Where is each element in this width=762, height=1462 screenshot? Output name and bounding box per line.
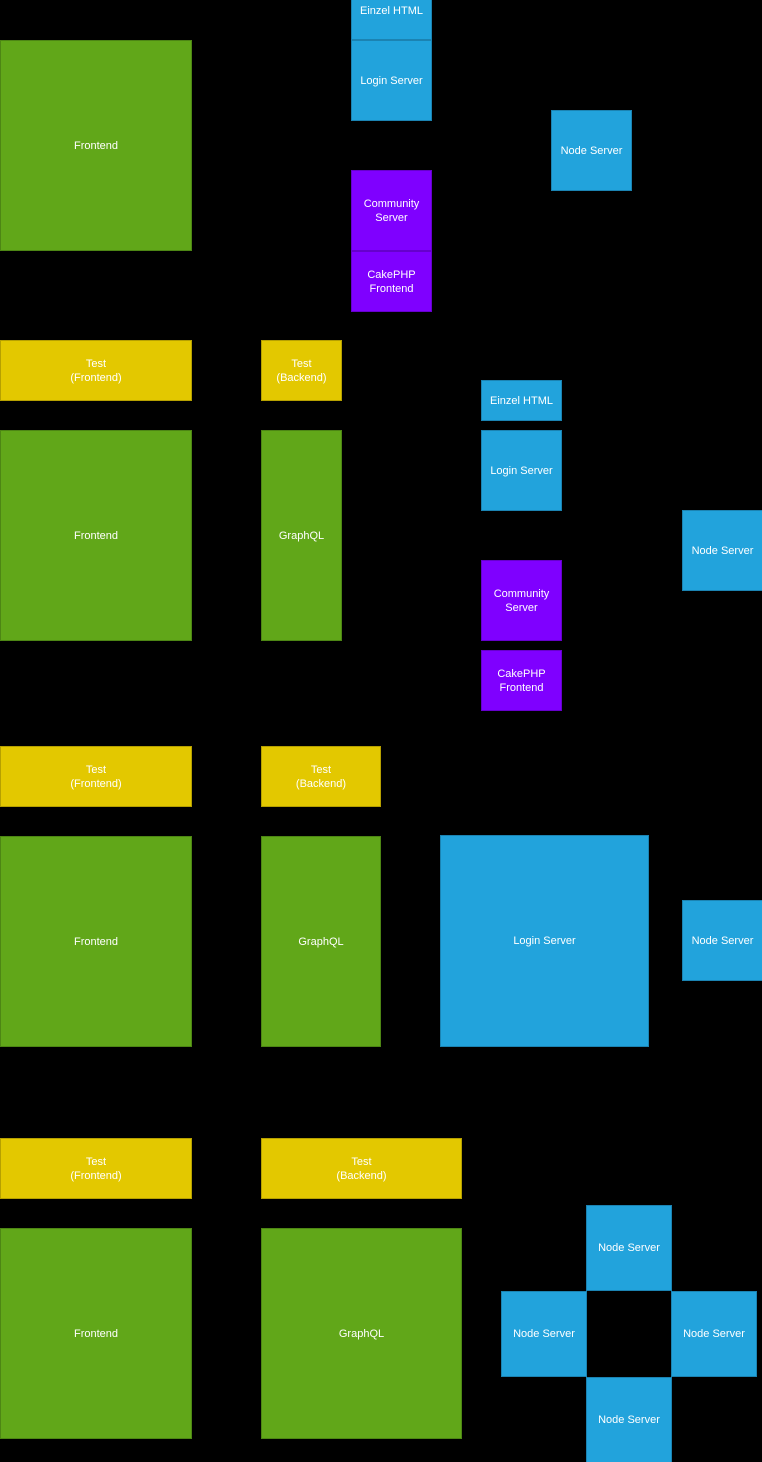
block-graphql[interactable]: GraphQL <box>261 1228 462 1439</box>
block-label: Node Server <box>513 1328 575 1340</box>
block-label: Frontend <box>73 1327 119 1340</box>
block-graphql[interactable]: GraphQL <box>261 836 381 1047</box>
block-label: Test (Backend) <box>336 1155 387 1182</box>
block-label: Test (Frontend) <box>70 1155 122 1182</box>
block-node-server-top[interactable]: Node Server <box>586 1205 672 1291</box>
block-label: Node Server <box>598 1242 660 1254</box>
block-test-backend[interactable]: Test (Backend) <box>261 1138 462 1199</box>
block-node-server-bottom[interactable]: Node Server <box>586 1377 672 1462</box>
block-test-frontend[interactable]: Test (Frontend) <box>0 746 192 807</box>
block-node-server[interactable]: Node Server <box>682 510 762 591</box>
block-node-server-right[interactable]: Node Server <box>671 1291 757 1377</box>
block-label: Node Server <box>683 1328 745 1340</box>
block-label: Node Server <box>598 1414 660 1426</box>
block-label: GraphQL <box>338 1327 385 1340</box>
block-login-server[interactable]: Login Server <box>351 40 432 121</box>
block-frontend[interactable]: Frontend <box>0 430 192 641</box>
block-test-frontend[interactable]: Test (Frontend) <box>0 1138 192 1199</box>
block-node-server-left[interactable]: Node Server <box>501 1291 587 1377</box>
block-frontend[interactable]: Frontend <box>0 1228 192 1439</box>
